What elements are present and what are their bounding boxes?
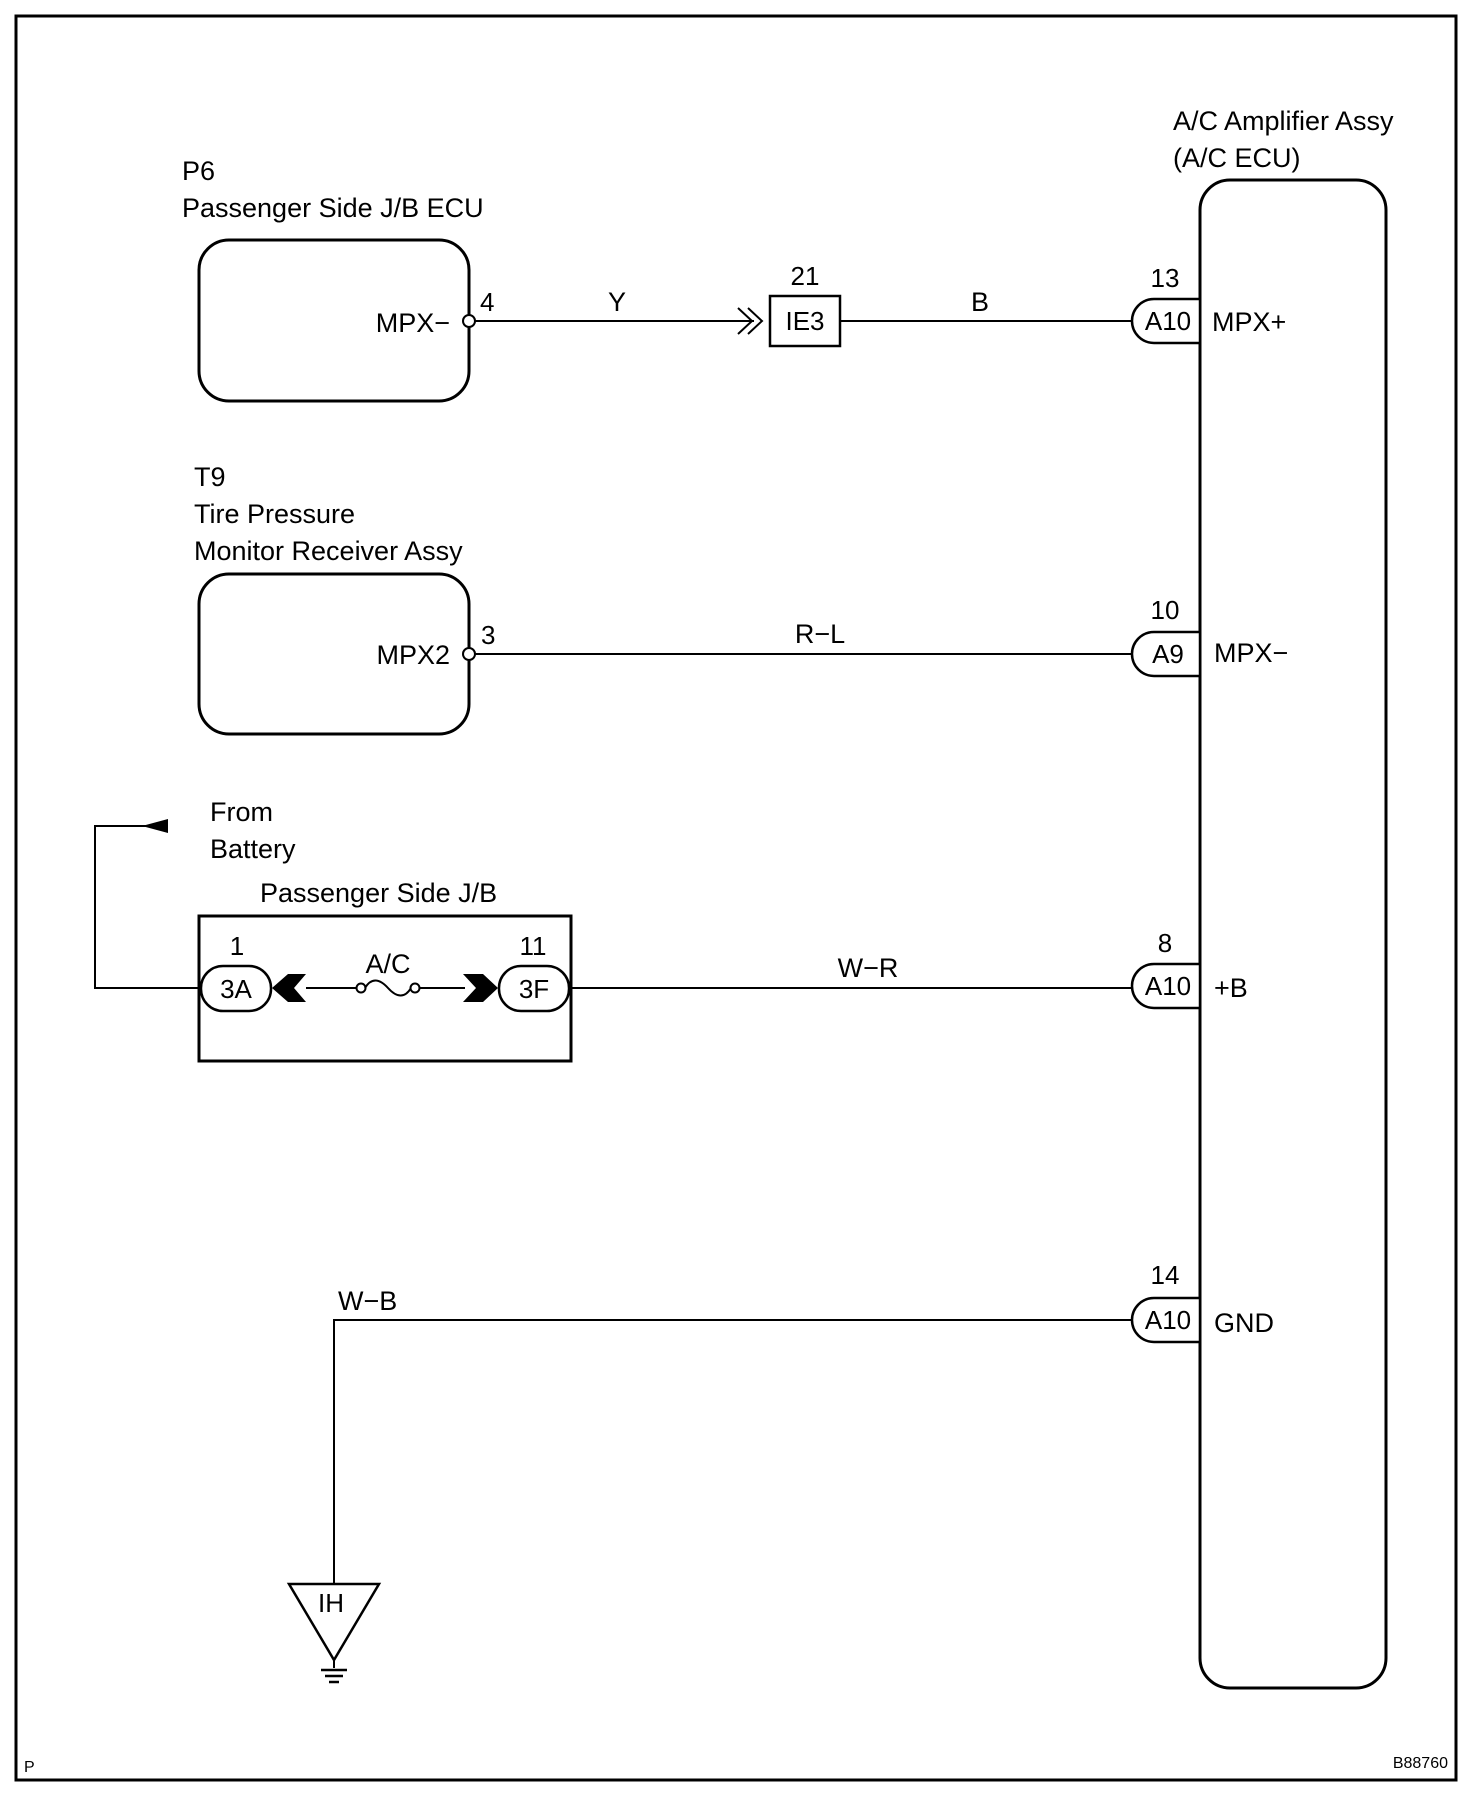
ac-terminal-mpx-plus: 13 A10 MPX+ [1130, 263, 1286, 345]
junction-code: IE3 [785, 306, 824, 336]
ac-terminal-plus-b: 8 A10 +B [1130, 928, 1248, 1010]
battery-label-line2: Battery [210, 834, 296, 864]
connector-shape [1130, 630, 1202, 678]
passenger-jb-title: Passenger Side J/B [260, 878, 497, 908]
ac-amplifier-title: A/C Amplifier Assy [1173, 106, 1394, 136]
wire-label-w-r: W−R [838, 953, 899, 983]
connector-shape [1130, 1296, 1202, 1344]
wire-w-b [333, 1319, 1133, 1584]
ac-pin-number: 8 [1158, 928, 1172, 958]
jb-left-pin-number: 1 [230, 931, 244, 961]
ac-terminal-gnd: 14 A10 GND [1130, 1260, 1274, 1344]
ac-signal-label: MPX+ [1212, 307, 1286, 337]
ac-connector-code: A10 [1145, 306, 1191, 336]
ac-connector-code: A10 [1145, 1305, 1191, 1335]
diagram-code: B88760 [1393, 1755, 1448, 1772]
ac-amplifier-assy: A/C Amplifier Assy (A/C ECU) 13 A10 MPX+… [1130, 106, 1394, 1690]
fuse-terminal [355, 982, 367, 994]
diagram-frame [14, 14, 1458, 1782]
battery-feed: From Battery [94, 797, 296, 989]
ac-signal-label: GND [1214, 1308, 1274, 1338]
fuse-label: A/C [365, 949, 410, 979]
tpms-name-line2: Monitor Receiver Assy [194, 536, 463, 566]
passenger-side-jb: Passenger Side J/B 1 3A A/C 11 3F [197, 878, 573, 1063]
wire-label-r-l: R−L [795, 619, 845, 649]
battery-wire [94, 825, 200, 989]
ac-terminal-mpx-minus: 10 A9 MPX− [1130, 595, 1288, 678]
connector-shape [1130, 297, 1202, 345]
ac-amplifier-body [1198, 178, 1388, 1690]
arrow-left-icon [142, 819, 168, 833]
junction-pin-number: 21 [791, 261, 820, 291]
tpms-pin-number: 3 [481, 620, 495, 650]
ac-signal-label: MPX− [1214, 638, 1288, 668]
ac-pin-number: 10 [1151, 595, 1180, 625]
ground-triangle [286, 1582, 382, 1663]
tpms-name-line1: Tire Pressure [194, 499, 355, 529]
ac-amplifier-subtitle: (A/C ECU) [1173, 143, 1301, 173]
junction-ie3: 21 IE3 [768, 261, 842, 348]
ac-pin-number: 14 [1151, 1260, 1180, 1290]
jb-left-connector [199, 964, 273, 1013]
jb-ecu-pin-number: 4 [480, 287, 494, 317]
jb-ecu-terminal-label: MPX− [376, 308, 450, 338]
connector-chevron-icon [737, 307, 764, 335]
ground-label: IH [318, 1588, 344, 1618]
tpms-code: T9 [194, 462, 226, 492]
ground-icon [321, 1668, 347, 1684]
ac-signal-label: +B [1214, 973, 1248, 1003]
terminal-dot [462, 647, 476, 661]
tpms-terminal-label: MPX2 [376, 640, 450, 670]
ac-pin-number: 13 [1151, 263, 1180, 293]
wire-label-y: Y [608, 287, 626, 317]
jb-ecu-code: P6 [182, 156, 215, 186]
jb-left-connector-code: 3A [220, 974, 252, 1004]
jb-right-connector-code: 3F [519, 974, 549, 1004]
ac-connector-code: A9 [1152, 639, 1184, 669]
tpms-receiver-t9: T9 Tire Pressure Monitor Receiver Assy M… [194, 462, 495, 736]
wire-label-b: B [971, 287, 989, 317]
jb-ecu-name: Passenger Side J/B ECU [182, 193, 484, 223]
corner-label-left: P [24, 1759, 35, 1776]
ground-ih: IH [286, 1582, 382, 1684]
jb-ecu-p6: P6 Passenger Side J/B ECU MPX− 4 [182, 156, 494, 403]
female-terminal-icon [272, 974, 306, 1002]
female-terminal-icon [463, 974, 498, 1002]
wire-label-w-b: W−B [338, 1286, 397, 1316]
fuse-icon [364, 979, 412, 997]
fuse-terminal [409, 982, 421, 994]
battery-label-line1: From [210, 797, 273, 827]
ac-connector-code: A10 [1145, 971, 1191, 1001]
terminal-dot [462, 314, 476, 328]
jb-right-pin-number: 11 [520, 931, 547, 961]
